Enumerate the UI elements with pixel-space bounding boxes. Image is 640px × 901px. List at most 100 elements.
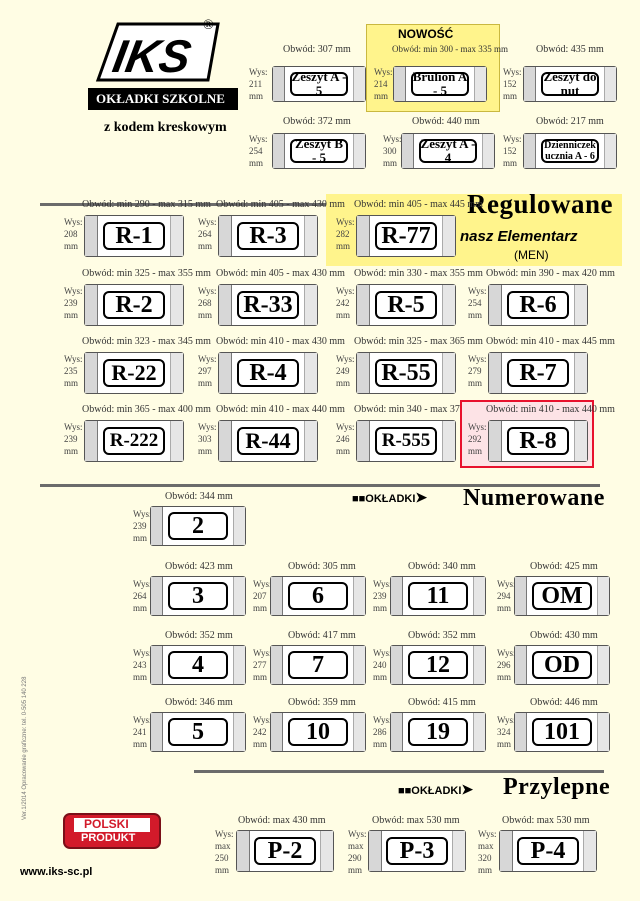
obwod-label: Obwód: 352 mm bbox=[408, 630, 476, 641]
cover-zeszyt-a5[interactable]: Zeszyt A - 5 bbox=[272, 66, 366, 102]
cover-r-6[interactable]: R-6 bbox=[488, 284, 588, 326]
brand-tagline-2: z kodem kreskowym bbox=[104, 120, 227, 135]
cover-r-5[interactable]: R-5 bbox=[356, 284, 456, 326]
website-link[interactable]: www.iks-sc.pl bbox=[20, 866, 93, 878]
cover-p-3[interactable]: P-3 bbox=[368, 830, 466, 872]
cover-r-2[interactable]: R-2 bbox=[84, 284, 184, 326]
obwod-label: Obwód: 346 mm bbox=[165, 697, 233, 708]
cover-label: 101 bbox=[531, 718, 593, 746]
cover-r-555[interactable]: R-555 bbox=[356, 420, 456, 462]
cover-r-55[interactable]: R-55 bbox=[356, 352, 456, 394]
obwod-label: Obwód: 344 mm bbox=[165, 491, 233, 502]
cover-om[interactable]: OM bbox=[514, 576, 610, 616]
cover-4[interactable]: 4 bbox=[150, 645, 246, 685]
cover-dzienniczek-a6[interactable]: Dzienniczek ucznia A - 6 bbox=[523, 133, 617, 169]
cover-r-1[interactable]: R-1 bbox=[84, 215, 184, 257]
cover-label: 5 bbox=[167, 718, 229, 746]
logo: IKS bbox=[88, 22, 230, 94]
side-note: Ver.1/2014 Opracowanie graficzne: tel. 0… bbox=[22, 676, 28, 820]
cover-10[interactable]: 10 bbox=[270, 712, 366, 752]
obwod-label: Obwód: 425 mm bbox=[530, 561, 598, 572]
cover-label: 12 bbox=[407, 651, 469, 679]
obwod-label: Obwód: min 325 - max 355 mm bbox=[82, 268, 211, 279]
cover-r-222[interactable]: R-222 bbox=[84, 420, 184, 462]
cover-label: R-33 bbox=[236, 290, 300, 320]
obwod-label: Obwód: min 410 - max 430 mm bbox=[216, 336, 345, 347]
obwod-label: Obwód: min 365 - max 400 mm bbox=[82, 404, 211, 415]
cover-label: R-8 bbox=[506, 426, 570, 456]
cover-label: 11 bbox=[407, 582, 469, 610]
cover-label: R-7 bbox=[506, 358, 570, 388]
cover-zeszyt-do-nut[interactable]: Zeszyt do nut bbox=[523, 66, 617, 102]
elementarz-subtitle: nasz Elementarz bbox=[460, 228, 578, 245]
cover-r-3[interactable]: R-3 bbox=[218, 215, 318, 257]
cover-r-77[interactable]: R-77 bbox=[356, 215, 456, 257]
obwod-label: Obwód: 340 mm bbox=[408, 561, 476, 572]
obwod-label: Obwód: max 530 mm bbox=[372, 815, 460, 826]
brand-tagline-1: OKŁADKI SZKOLNE bbox=[96, 91, 225, 106]
obwod-label: Obwód: 372 mm bbox=[283, 116, 351, 127]
cover-11[interactable]: 11 bbox=[390, 576, 486, 616]
cover-brulion-a5[interactable]: Brulion A - 5 bbox=[393, 66, 487, 102]
cover-label: R-5 bbox=[374, 290, 438, 320]
cover-r-22[interactable]: R-22 bbox=[84, 352, 184, 394]
cover-label: OD bbox=[531, 651, 593, 679]
cover-label: P-3 bbox=[386, 836, 448, 866]
obwod-label: Obwód: 435 mm bbox=[536, 44, 604, 55]
cover-p-4[interactable]: P-4 bbox=[499, 830, 597, 872]
cover-zeszyt-b5[interactable]: Zeszyt B - 5 bbox=[272, 133, 366, 169]
cover-101[interactable]: 101 bbox=[514, 712, 610, 752]
cover-label: Zeszyt do nut bbox=[540, 70, 600, 97]
cover-19[interactable]: 19 bbox=[390, 712, 486, 752]
cover-zeszyt-a4[interactable]: Zeszyt A - 4 bbox=[401, 133, 495, 169]
cover-6[interactable]: 6 bbox=[270, 576, 366, 616]
obwod-label: Obwód: max 430 mm bbox=[238, 815, 326, 826]
obwod-label: Obwód: min 300 - max 335 mm bbox=[392, 44, 508, 54]
obwod-label: Obwód: 307 mm bbox=[283, 44, 351, 55]
cover-label: 10 bbox=[287, 718, 349, 746]
cover-r-7[interactable]: R-7 bbox=[488, 352, 588, 394]
obwod-label: Obwód: 423 mm bbox=[165, 561, 233, 572]
cover-od[interactable]: OD bbox=[514, 645, 610, 685]
obwod-label: Obwód: 430 mm bbox=[530, 630, 598, 641]
obwod-label: Obwód: min 390 - max 420 mm bbox=[486, 268, 615, 279]
svg-text:IKS: IKS bbox=[109, 30, 195, 82]
cover-r-8[interactable]: R-8 bbox=[488, 420, 588, 462]
cover-12[interactable]: 12 bbox=[390, 645, 486, 685]
cover-label: P-2 bbox=[254, 836, 316, 866]
cover-r-44[interactable]: R-44 bbox=[218, 420, 318, 462]
cover-label: Dzienniczek ucznia A - 6 bbox=[540, 138, 600, 164]
obwod-label: Obwód: min 405 - max 445 mm bbox=[354, 199, 483, 210]
cover-p-2[interactable]: P-2 bbox=[236, 830, 334, 872]
cover-label: 2 bbox=[167, 512, 229, 540]
cover-2[interactable]: 2 bbox=[150, 506, 246, 546]
cover-7[interactable]: 7 bbox=[270, 645, 366, 685]
okladki-arrow-label: ■■OKŁADKI➤ bbox=[352, 489, 428, 505]
okladki-arrow-label: ■■OKŁADKI➤ bbox=[398, 781, 474, 797]
cover-3[interactable]: 3 bbox=[150, 576, 246, 616]
registered-mark: ® bbox=[203, 18, 214, 33]
cover-5[interactable]: 5 bbox=[150, 712, 246, 752]
cover-label: 7 bbox=[287, 651, 349, 679]
cover-r-4[interactable]: R-4 bbox=[218, 352, 318, 394]
cover-label: 19 bbox=[407, 718, 469, 746]
cover-label: R-55 bbox=[374, 358, 438, 388]
obwod-label: Obwód: min 410 - max 440 mm bbox=[486, 404, 615, 415]
cover-r-33[interactable]: R-33 bbox=[218, 284, 318, 326]
cover-label: 3 bbox=[167, 582, 229, 610]
cover-label: Zeszyt A - 5 bbox=[289, 70, 349, 97]
